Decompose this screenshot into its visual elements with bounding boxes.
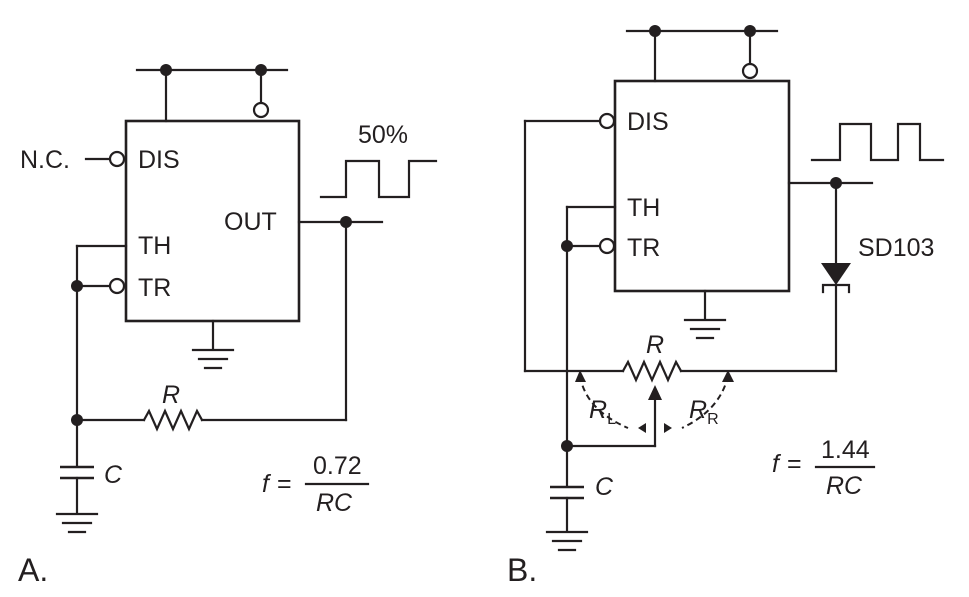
dis-pin-bubble [598, 112, 616, 130]
formula-f: f [262, 470, 272, 498]
square-wave-b [810, 122, 945, 162]
pin-th-label: TH [627, 194, 660, 222]
frequency-formula-a: f = 0.72 RC [262, 452, 370, 517]
junction-dot [160, 64, 172, 76]
junction-dot [744, 25, 756, 37]
resistor-label-b: R [646, 331, 664, 359]
junction-dot [561, 240, 573, 252]
pin-th-label: TH [138, 232, 171, 260]
junction-dot [561, 440, 573, 452]
panel-label-a: A. [18, 552, 48, 588]
pin-dis-label: DIS [138, 146, 180, 174]
frequency-formula-b: f = 1.44 RC [772, 436, 876, 500]
capacitor-label-b: C [595, 473, 614, 501]
potentiometer-r [621, 359, 683, 383]
resistor-r-a [142, 408, 204, 432]
ground-symbol [545, 530, 589, 552]
supply-rail-b [625, 25, 779, 83]
reset-pin-bubble [252, 101, 270, 119]
pin-dis-label: DIS [627, 108, 669, 136]
formula-equals: = [277, 470, 292, 498]
ground-symbol [683, 318, 727, 340]
square-wave-a [319, 159, 438, 199]
timer-ic-b [613, 79, 791, 293]
rr-label: RR [689, 396, 719, 428]
rl-span-arrow [579, 375, 629, 429]
circuit-a: N.C. DIS TH TR OUT 50% R C [18, 64, 438, 588]
rr-span-arrow [681, 375, 729, 429]
dis-pin-bubble [108, 150, 126, 168]
wiper-arrow [648, 385, 662, 400]
nc-label: N.C. [20, 146, 70, 174]
supply-rail-a [135, 64, 289, 123]
formula-numerator: 0.72 [313, 452, 362, 480]
pin-out-label: OUT [224, 208, 277, 236]
ground-symbol [191, 348, 235, 370]
panel-label-b: B. [507, 552, 537, 588]
rl-label: RL [589, 396, 616, 428]
formula-f: f [772, 450, 782, 478]
pin-tr-label: TR [627, 234, 660, 262]
pin-tr-label: TR [138, 274, 171, 302]
junction-dot [71, 414, 83, 426]
resistor-label-a: R [162, 381, 180, 409]
formula-denominator: RC [316, 489, 353, 517]
diode-label: SD103 [858, 234, 934, 262]
circuit-b: DIS TH TR SD103 R [507, 25, 945, 588]
junction-dot [71, 280, 83, 292]
formula-denominator: RC [826, 472, 863, 500]
capacitor-label-a: C [104, 461, 123, 489]
formula-equals: = [787, 450, 802, 478]
formula-numerator: 1.44 [821, 436, 870, 464]
ground-symbol [55, 512, 99, 534]
diode-sd103 [821, 263, 851, 285]
duty-cycle-label: 50% [358, 121, 408, 149]
junction-dot [255, 64, 267, 76]
tr-pin-bubble [598, 237, 616, 255]
tr-pin-bubble [108, 277, 126, 295]
junction-dot [649, 25, 661, 37]
reset-pin-bubble [741, 62, 759, 80]
